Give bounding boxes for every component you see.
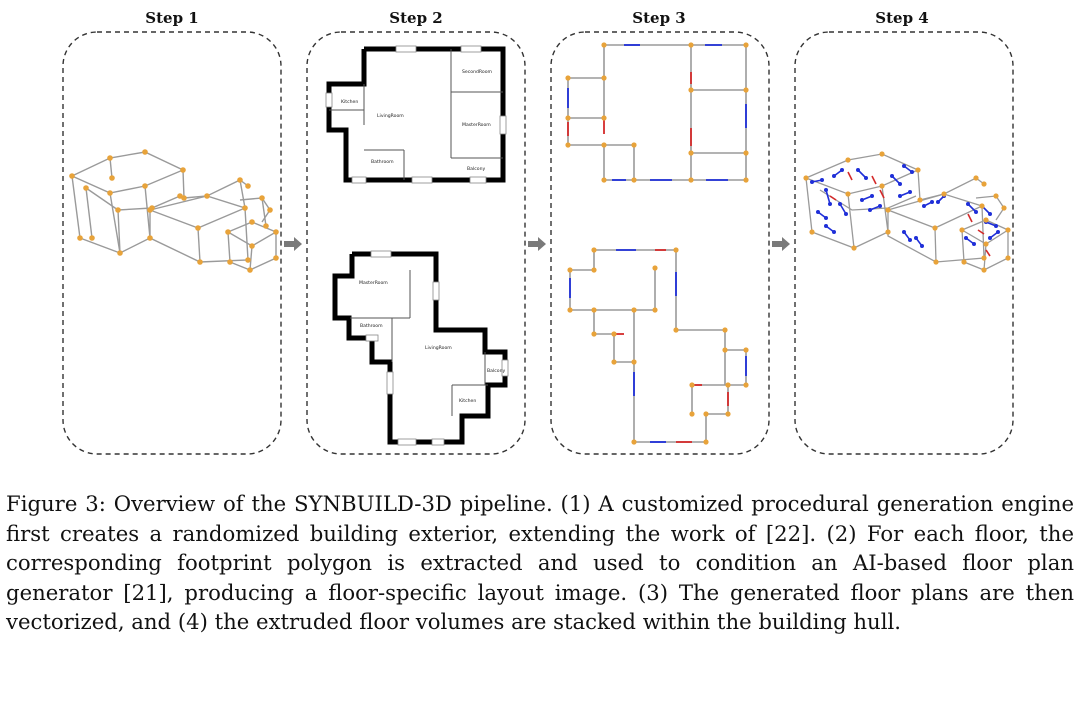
room-label: MasterRoom xyxy=(462,122,491,128)
step-4-title: Step 4 xyxy=(875,9,928,27)
step-3-panel xyxy=(550,31,770,455)
room-label: Balcony xyxy=(487,368,505,374)
room-label: LivingRoom xyxy=(377,113,404,119)
floorplan-bottom: MasterRoom Bathroom LivingRoom Balcony K… xyxy=(332,250,509,446)
room-label: Bathroom xyxy=(360,323,383,329)
step-1-panel xyxy=(62,31,282,455)
room-label: SecondRoom xyxy=(462,69,493,75)
step-2-panel xyxy=(306,31,526,455)
room-label: Bathroom xyxy=(371,159,394,165)
room-label: MasterRoom xyxy=(359,280,388,286)
figure-caption: Figure 3: Overview of the SYNBUILD-3D pi… xyxy=(6,491,1074,635)
room-label: Balcony xyxy=(467,166,485,172)
vector-plan-top xyxy=(565,42,749,183)
arrow-step2-to-step3 xyxy=(528,237,546,251)
step-3-title: Step 3 xyxy=(632,9,685,27)
vector-plan-bottom xyxy=(567,247,749,445)
pipeline-figure: Step 1 Step 2 Step 3 Step 4 xyxy=(62,9,1014,455)
floorplan-top: Kitchen LivingRoom Bathroom SecondRoom M… xyxy=(325,45,507,184)
room-label: LivingRoom xyxy=(425,345,452,351)
room-label: Kitchen xyxy=(459,398,476,404)
step-2-title: Step 2 xyxy=(389,9,442,27)
arrow-step3-to-step4 xyxy=(772,237,790,251)
exterior-wireframe xyxy=(69,149,279,273)
stacked-volumes xyxy=(803,151,1011,273)
arrow-step1-to-step2 xyxy=(284,237,302,251)
step-4-panel xyxy=(794,31,1014,455)
step-1-title: Step 1 xyxy=(145,9,198,27)
room-label: Kitchen xyxy=(341,99,358,105)
